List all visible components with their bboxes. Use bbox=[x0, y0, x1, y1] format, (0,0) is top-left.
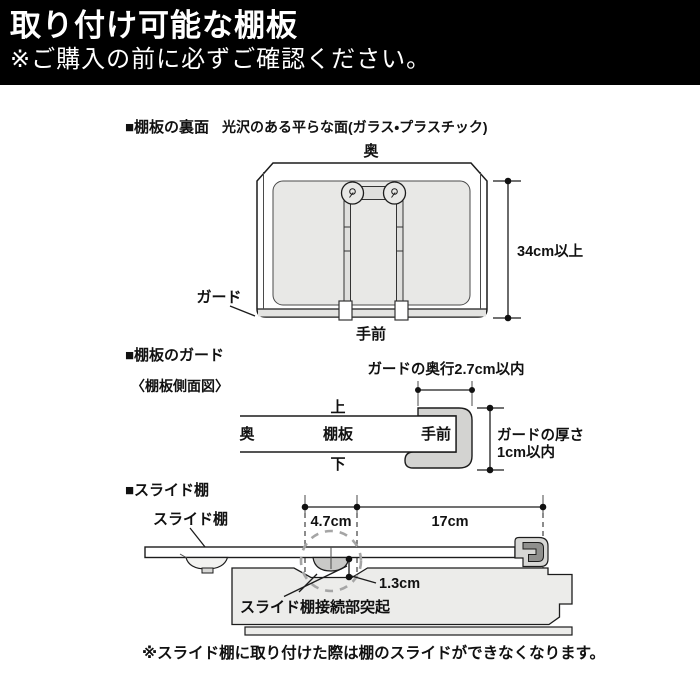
section-back-heading: ■棚板の裏面 bbox=[125, 118, 209, 136]
label-side-rear: 奥 bbox=[238, 425, 255, 443]
dimension-height: 34cm以上 bbox=[493, 177, 584, 322]
slide-right-hook bbox=[514, 536, 549, 568]
section-slide-heading: ■スライド棚 bbox=[125, 481, 209, 499]
dimension-depth-text: ガードの奥行2.7cm以内 bbox=[367, 360, 524, 378]
mount-bracket bbox=[338, 181, 409, 321]
shelf-glossy-panel bbox=[272, 180, 471, 306]
label-shelf-board: 棚板 bbox=[323, 425, 354, 443]
page-subtitle: ※ご購入の前に必ずご確認ください。 bbox=[10, 46, 432, 73]
guard-c-shape bbox=[404, 407, 473, 469]
section-back-description: 光沢のある平らな面(ガラス・プラスチック) bbox=[221, 119, 488, 135]
dimension-thickness: ガードの厚さ 1cm以内 bbox=[477, 404, 584, 474]
dimension-depth bbox=[415, 381, 475, 406]
label-guard: ガード bbox=[196, 289, 241, 306]
slide-left-roller bbox=[185, 556, 229, 570]
dimension-c-text: 1.3cm bbox=[379, 576, 420, 592]
label-top: 上 bbox=[330, 399, 345, 416]
bracket-clip-left bbox=[338, 300, 353, 321]
bracket-clip-right bbox=[394, 300, 409, 321]
section-guard-heading: ■棚板のガード bbox=[125, 346, 224, 364]
dimension-height-text: 34cm以上 bbox=[517, 243, 584, 260]
slide-note: ※スライド棚に取り付けた際は棚のスライドができなくなります。 bbox=[142, 643, 605, 662]
diagram-canvas: ■棚板の裏面 光沢のある平らな面(ガラス・プラスチック) 奥 bbox=[125, 118, 605, 662]
shelf-front-guard-strip bbox=[258, 309, 486, 317]
dimension-slide-top: 4.7cm 17cm bbox=[301, 495, 547, 530]
label-side-front: 手前 bbox=[421, 425, 451, 443]
dimension-b-text: 17cm bbox=[431, 514, 468, 530]
dimension-thickness-line2: 1cm以内 bbox=[497, 443, 555, 461]
highlight-circle bbox=[299, 529, 363, 593]
shelf-side-board bbox=[240, 415, 457, 453]
section-guard-subheading: 〈棚板側面図〉 bbox=[131, 378, 229, 394]
header-banner: 取り付け可能な棚板 ※ご購入の前に必ずご確認ください。 bbox=[0, 0, 700, 85]
label-rear: 奥 bbox=[362, 142, 379, 160]
label-bottom: 下 bbox=[330, 456, 345, 473]
section-slide-shelf: ■スライド棚 スライド棚 4.7cm 17cm bbox=[125, 481, 605, 662]
section-shelf-back: ■棚板の裏面 光沢のある平らな面(ガラス・プラスチック) 奥 bbox=[125, 118, 584, 343]
page-title: 取り付け可能な棚板 bbox=[10, 8, 298, 43]
label-slide-shelf: スライド棚 bbox=[153, 510, 228, 528]
label-front: 手前 bbox=[356, 325, 386, 343]
label-protrusion: スライド棚接続部突起 bbox=[240, 598, 391, 616]
slide-left-clip bbox=[201, 567, 214, 574]
slide-base-rail bbox=[244, 626, 573, 636]
slide-base-body bbox=[231, 567, 573, 626]
dimension-a-text: 4.7cm bbox=[310, 514, 351, 530]
dimension-c: 1.3cm bbox=[345, 555, 420, 592]
dimension-thickness-line1: ガードの厚さ bbox=[497, 427, 584, 444]
section-shelf-guard: ■棚板のガード 〈棚板側面図〉 ガードの奥行2.7cm以内 上 奥 棚板 手前 … bbox=[125, 346, 584, 474]
slide-shelf-board bbox=[144, 546, 516, 559]
